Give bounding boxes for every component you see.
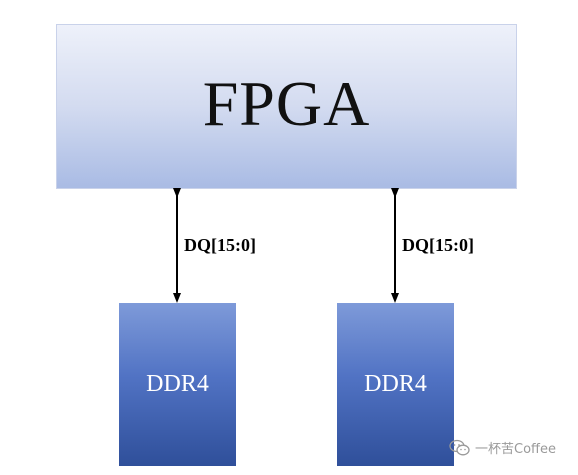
fpga-block: FPGA: [56, 24, 517, 189]
wechat-icon: [449, 439, 470, 455]
bus-label-left: DQ[15:0]: [184, 235, 256, 255]
watermark-text: 一杯苦Coffee: [475, 442, 556, 457]
ddr4-block-right: DDR4: [337, 303, 454, 466]
ddr4-label-right: DDR4: [364, 371, 427, 397]
watermark: 一杯苦Coffee: [449, 438, 556, 457]
ddr4-block-left: DDR4: [119, 303, 236, 466]
fpga-label: FPGA: [202, 67, 371, 139]
ddr4-label-left: DDR4: [146, 371, 209, 397]
bus-label-right: DQ[15:0]: [402, 235, 474, 255]
